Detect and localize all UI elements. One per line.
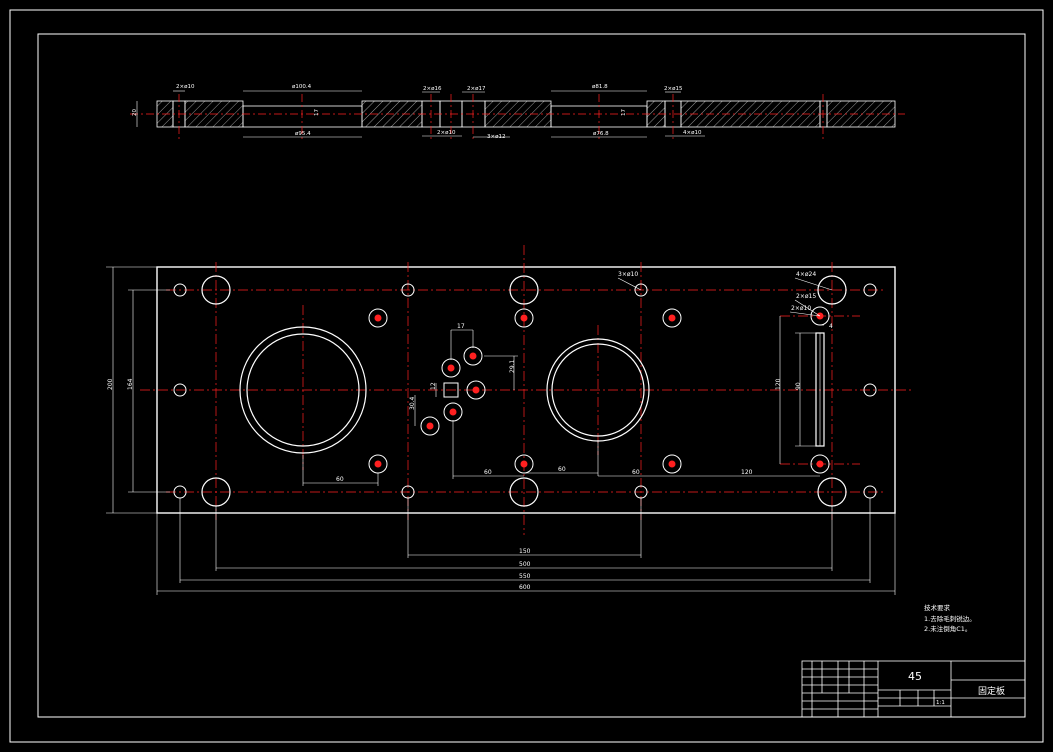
callout-3x10: 3×ø10 [618, 271, 638, 278]
dim-span-500: 500 [519, 561, 531, 568]
part-name: 固定板 [978, 685, 1005, 697]
plan-view: 3×ø10 4×ø24 2×ø15 2×ø10 200 164 17 29.1 … [106, 245, 912, 595]
section-dim-2x15: 2×ø15 [664, 86, 683, 92]
dim-mid-span: 150 [519, 548, 531, 555]
title-block [801, 660, 1026, 718]
section-dim-4x10: 4×ø10 [683, 130, 702, 136]
square-boss [443, 382, 459, 398]
note-2: 2.未注倒角C1。 [924, 624, 971, 633]
large-bore-left [239, 326, 367, 454]
section-dim-2x10: 2×ø10 [176, 84, 195, 90]
section-dim-100-4: ø100.4 [292, 84, 312, 90]
section-dim-2x10b: 2×ø10 [437, 130, 456, 136]
plan-dim-lines [106, 266, 896, 595]
note-1: 1.去除毛刺锐边。 [924, 614, 976, 623]
inner-frame [37, 33, 1026, 718]
scale-value: 1:1 [936, 700, 945, 706]
dim-slot-height: 120 [775, 378, 782, 390]
dim-span-550: 550 [519, 573, 531, 580]
dim-seg1: 60 [336, 476, 344, 483]
dim-slot-inner: 90 [795, 382, 802, 390]
callout-4x24: 4×ø24 [796, 271, 816, 278]
dim-height-outer: 200 [107, 378, 114, 390]
dim-slot-width: 4 [829, 323, 833, 330]
dim-seg5: 120 [741, 469, 753, 476]
callout-2x10: 2×ø10 [791, 305, 811, 312]
plan-centerlines [140, 245, 912, 535]
section-dim-95-4: ø95.4 [295, 131, 311, 137]
dim-boss-offset: 30.4 [409, 396, 416, 410]
dim-boss-square: 12 [430, 382, 437, 390]
section-dim-81-8: ø81.8 [592, 84, 608, 90]
section-dim-76-8: ø76.8 [593, 131, 609, 137]
section-dim-depth-b: 17 [621, 109, 627, 116]
section-dim-3x12: 3×ø12 [487, 134, 505, 140]
section-dim-2x17: 2×ø17 [467, 86, 486, 92]
section-dim-2x16: 2×ø16 [423, 86, 442, 92]
dim-boss-width: 17 [457, 323, 465, 330]
section-dim-lines [136, 90, 705, 138]
material-label: 45 [908, 670, 922, 683]
technical-notes: 技术要求 1.去除毛刺锐边。 2.未注倒角C1。 [924, 603, 976, 633]
section-dim-depth-a: 17 [314, 109, 320, 116]
dim-seg2: 60 [484, 469, 492, 476]
plate-outline [156, 266, 896, 514]
edge-holes [173, 283, 877, 499]
dim-overall: 600 [519, 584, 531, 591]
dim-boss-height: 29.1 [509, 359, 516, 373]
section-centerlines [130, 94, 905, 140]
notes-title: 技术要求 [924, 603, 951, 612]
section-view: 2×ø10 ø100.4 2×ø16 2×ø17 ø81.8 2×ø15 ø95… [130, 84, 905, 140]
outer-frame [9, 9, 1044, 743]
dim-height-inner: 164 [127, 378, 134, 390]
callout-2x15: 2×ø15 [796, 293, 816, 300]
leader-lines [617, 277, 833, 317]
dim-seg3: 60 [558, 466, 566, 473]
dim-seg4: 60 [632, 469, 640, 476]
section-dim-thickness: 20 [132, 109, 138, 116]
